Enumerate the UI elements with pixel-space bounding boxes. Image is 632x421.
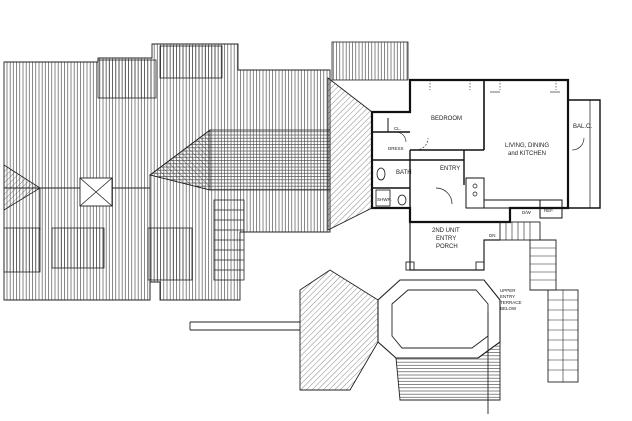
label-dress: DRESS [388, 146, 404, 151]
label-living-1: LIVING, DINING [505, 143, 549, 149]
label-terrace-4: BELOW [500, 306, 517, 311]
label-porch-1: 2ND UNIT [432, 228, 460, 234]
label-porch-2: ENTRY [436, 236, 456, 242]
label-bedroom: BEDROOM [431, 116, 462, 122]
label-fridge: REF. [544, 208, 554, 213]
second-unit-floor-plan [370, 78, 601, 224]
entry-stairs-and-decks [189, 221, 579, 414]
label-down: DN [489, 233, 496, 238]
second-unit-roof [327, 41, 409, 231]
label-entry: ENTRY [440, 166, 460, 172]
label-dishwasher: D/W [522, 210, 532, 215]
label-closet: CL. [394, 126, 401, 131]
label-bath: BATH [396, 170, 412, 176]
label-terrace-3: TERRACE [500, 300, 522, 305]
label-living-2: and KITCHEN [508, 151, 546, 157]
label-porch-3: PORCH [436, 244, 458, 250]
main-house-roof [3, 43, 331, 301]
label-balcony: BAL.C. [573, 124, 592, 130]
label-shower: SHWR. [377, 197, 392, 202]
label-terrace-2: ENTRY [500, 294, 515, 299]
label-terrace-1: UPPER [500, 288, 516, 293]
room-labels: BEDROOM LIVING, DINING and KITCHEN BAL.C… [377, 116, 592, 311]
